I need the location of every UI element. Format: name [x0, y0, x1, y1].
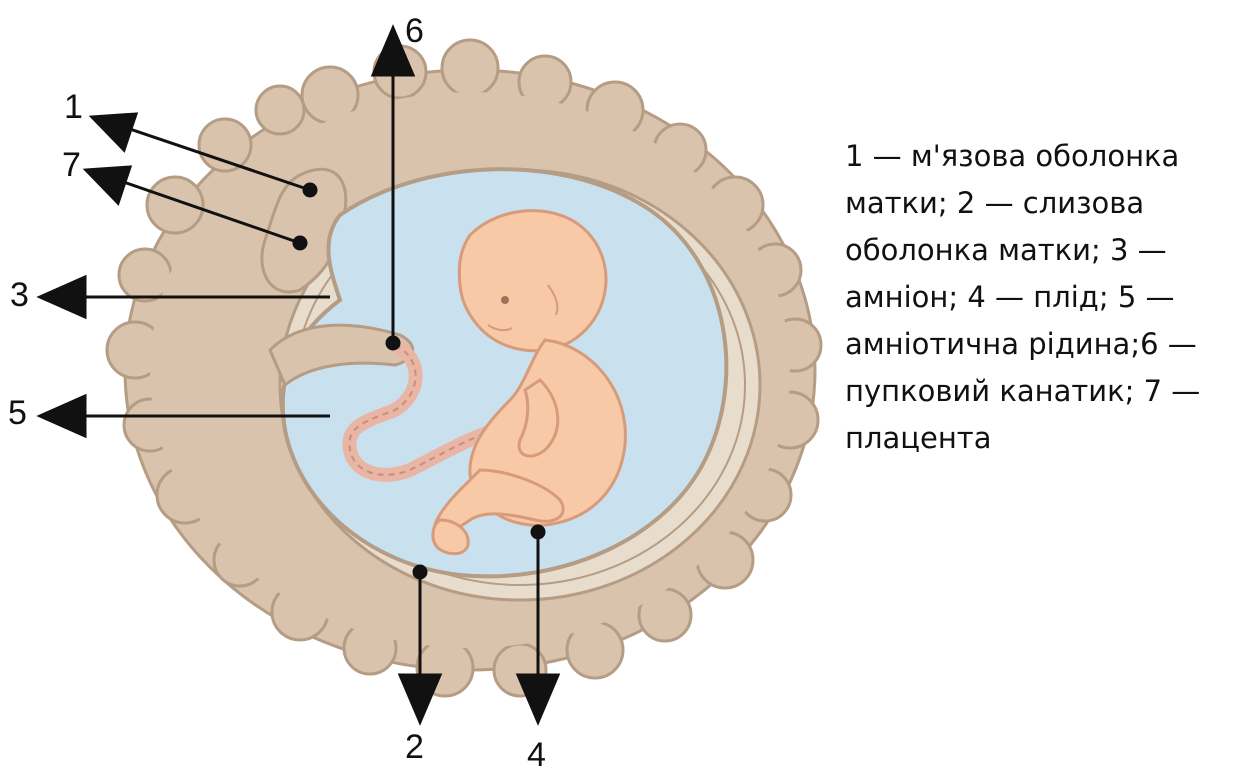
label-2: 2 — [405, 728, 424, 766]
pointer-2-dot — [412, 564, 428, 580]
pointer-6-dot — [385, 335, 401, 351]
pointer-7-arrowhead — [82, 165, 133, 206]
label-5: 5 — [8, 394, 27, 432]
pointer-6-arrowhead — [370, 24, 416, 77]
label-3: 3 — [10, 276, 29, 314]
legend-line: матки; 2 — слизова — [845, 186, 1145, 220]
pointer-4-arrowhead — [515, 673, 561, 726]
fetus-details — [487, 284, 559, 332]
legend: 1 — м'язова оболонка матки; 2 — слизова … — [845, 133, 1235, 462]
pointer-2-arrowhead — [397, 673, 443, 726]
label-1: 1 — [64, 88, 83, 126]
placenta — [260, 167, 348, 294]
legend-line: амніон; 4 — плід; 5 — — [845, 280, 1175, 314]
label-4: 4 — [527, 736, 546, 774]
fetus — [431, 209, 627, 556]
pointer-1 — [117, 123, 311, 192]
label-7: 7 — [62, 146, 81, 184]
embryo-diagram — [36, 24, 823, 726]
pointer-4-dot — [530, 524, 546, 540]
legend-line: пупковий канатик; 7 — — [845, 374, 1201, 408]
legend-line: амніотична рідина;6 — — [845, 327, 1197, 361]
pointer-1-arrowhead — [88, 112, 139, 153]
pointer-5-arrowhead — [36, 393, 87, 439]
label-6: 6 — [405, 12, 424, 50]
legend-line: оболонка матки; 3 — — [845, 233, 1167, 267]
pointers — [36, 24, 561, 726]
pointer-1-dot — [302, 182, 318, 198]
pointer-7-dot — [292, 235, 308, 251]
legend-line: 1 — м'язова оболонка — [845, 139, 1180, 173]
pointer-7 — [111, 176, 301, 245]
legend-line: плацента — [845, 421, 992, 455]
pointer-3-arrowhead — [36, 274, 87, 320]
